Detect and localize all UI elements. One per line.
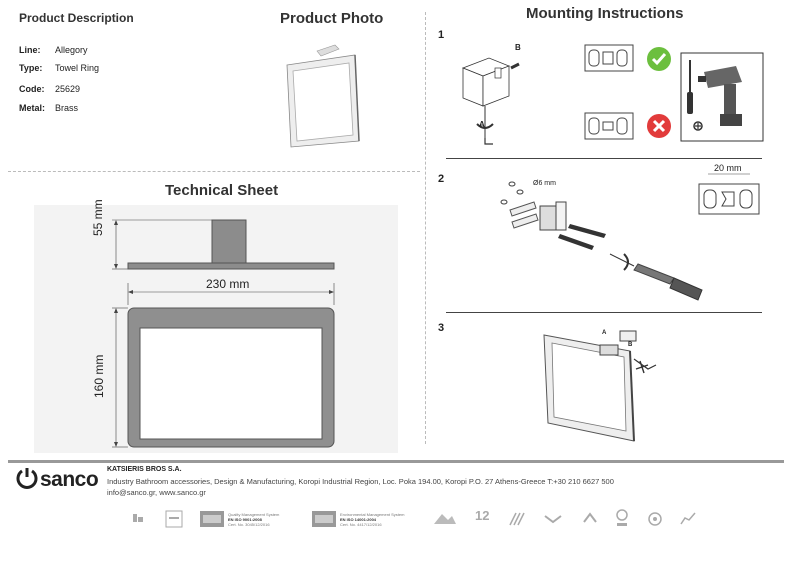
screws-anchors-drawing <box>500 181 703 301</box>
iso-14001-icon <box>312 511 336 527</box>
desc-value: 25629 <box>55 84 81 94</box>
chevron-badge-icon <box>544 515 562 524</box>
desc-label: Code: <box>19 84 45 94</box>
slot-correct <box>584 44 634 72</box>
eco-mountain-icon <box>434 514 456 524</box>
desc-value: Allegory <box>55 45 88 55</box>
slot-wrong <box>584 112 634 140</box>
warranty-badge-12: 12 <box>475 508 490 523</box>
diameter-label: Ø6 mm <box>533 180 556 187</box>
desc-label: Line: <box>19 45 41 55</box>
dim-width: 230 mm <box>206 277 250 291</box>
recycle-icon <box>583 512 597 523</box>
step-number: 2 <box>438 173 445 185</box>
label-b-step3: B <box>628 342 633 348</box>
dim-height-front: 160 mm <box>92 354 106 398</box>
drop-badge-icon <box>648 512 662 526</box>
mounting-title: Mounting Instructions <box>526 5 684 22</box>
sanco-logo-icon <box>16 468 38 489</box>
iso-9001-icon <box>200 511 224 527</box>
footer-divider <box>8 460 784 463</box>
technical-sheet-title: Technical Sheet <box>165 182 279 199</box>
cross-icon <box>647 114 671 138</box>
spacing-slot <box>698 173 760 215</box>
desc-row-type: Type: Towel Ring <box>19 63 99 73</box>
cert-line: Cert. No. 4417/12/2016 <box>340 522 382 527</box>
check-icon <box>647 47 671 71</box>
step-number: 3 <box>438 322 445 334</box>
column-divider <box>425 12 426 444</box>
stripes-icon <box>509 512 525 526</box>
iso-14001-text: Environmental Management System EN ISO 1… <box>340 512 404 527</box>
label-a-step3: A <box>602 330 607 336</box>
section-divider <box>8 171 420 172</box>
mount-ring-drawing <box>543 330 657 442</box>
cert-line: EN ISO 14001:2004 <box>340 517 377 522</box>
step-number: 1 <box>438 29 445 41</box>
cert-line: Environmental Management System <box>340 512 405 517</box>
product-photo <box>286 44 360 148</box>
cert-line: Cert. No. 3045/12/2016 <box>228 522 270 527</box>
desc-row-code: Code: 25629 <box>19 84 80 94</box>
step-divider <box>446 312 762 313</box>
desc-row-line: Line: Allegory <box>19 45 88 55</box>
product-photo-title: Product Photo <box>280 10 384 27</box>
drill-icon <box>680 52 764 142</box>
desc-label: Type: <box>19 63 43 73</box>
sun-badge-icon <box>616 509 628 526</box>
company-contact: info@sanco.gr, www.sanco.gr <box>107 488 206 497</box>
sanco-logo-text: sanco <box>40 468 99 491</box>
iso-9001-text: Quality Management System EN ISO 9001:20… <box>228 512 279 527</box>
hotels-icon <box>133 514 143 522</box>
desc-value: Towel Ring <box>55 63 100 73</box>
spacing-label: 20 mm <box>714 163 742 173</box>
label-a: A <box>479 120 485 129</box>
desc-row-metal: Metal: Brass <box>19 103 78 113</box>
step-divider <box>446 158 762 159</box>
desc-value: Brass <box>55 103 79 113</box>
bracket-box-drawing <box>461 57 520 145</box>
quality-badge-icon <box>165 510 183 528</box>
cert-line: Quality Management System <box>228 512 280 517</box>
dim-height-side: 55 mm <box>91 199 105 236</box>
company-address: Industry Bathroom accessories, Design & … <box>107 477 614 486</box>
company-name: KATSIERIS BROS S.A. <box>107 466 182 473</box>
desc-label: Metal: <box>19 103 46 113</box>
label-b: B <box>515 43 521 52</box>
technical-drawing <box>34 205 398 453</box>
product-description-title: Product Description <box>19 11 134 25</box>
cert-line: EN ISO 9001:2008 <box>228 517 262 522</box>
chart-badge-icon <box>680 512 696 525</box>
